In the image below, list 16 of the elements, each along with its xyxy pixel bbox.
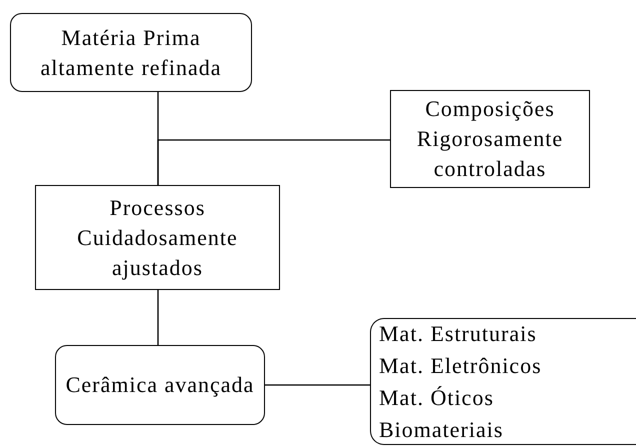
node-label: Cerâmica avançada <box>66 371 254 399</box>
rounded-box <box>55 345 265 425</box>
node-label: Matéria Prima altamente refinada <box>39 24 223 82</box>
node-label: Biomateriais <box>379 416 504 444</box>
node-label: Composições Rigorosamente controladas <box>416 95 564 183</box>
process-box <box>35 185 280 290</box>
connector-line <box>157 139 390 185</box>
node-label: Mat. Estruturais <box>379 320 537 348</box>
node-label: Mat. Eletrônicos <box>379 352 542 380</box>
connector-line <box>265 384 370 386</box>
rounded-box <box>10 13 252 92</box>
rounded-bracket-box <box>370 318 636 445</box>
process-box <box>390 90 590 188</box>
connector-line <box>157 290 159 345</box>
node-label: Processos Cuidadosamente ajustados <box>76 194 239 282</box>
node-label: Mat. Óticos <box>379 384 494 412</box>
